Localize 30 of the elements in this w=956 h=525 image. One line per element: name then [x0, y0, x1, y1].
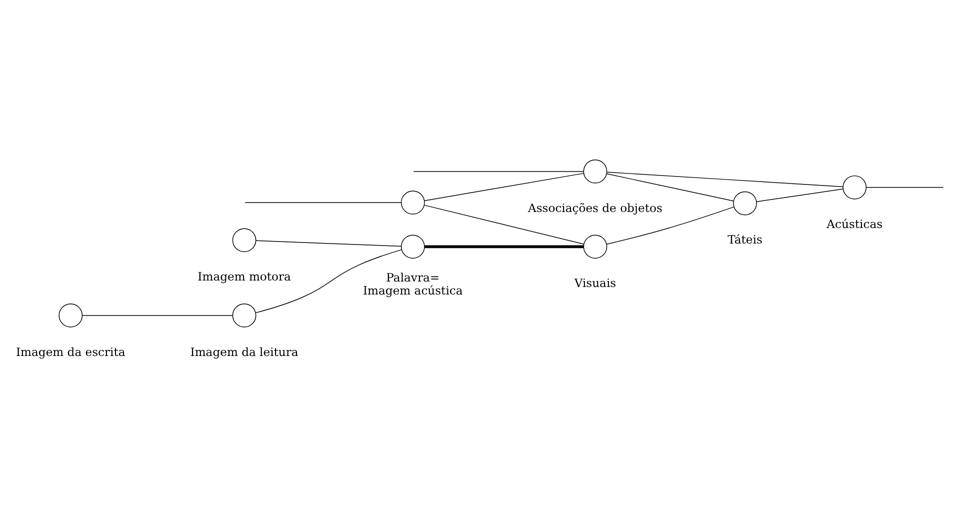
- connector: [424, 244, 584, 248]
- connector: [256, 240, 402, 246]
- node-circle: [232, 303, 256, 327]
- connector: [606, 206, 734, 244]
- node-label: Acústicas: [826, 216, 883, 230]
- connector: [82, 314, 233, 316]
- node-circle: [583, 234, 608, 258]
- connector: [756, 188, 844, 202]
- node-circle: [400, 234, 425, 258]
- node-label: Imagem motora: [198, 269, 291, 284]
- node-label: Associações de objetos: [528, 200, 662, 214]
- node-circle: [58, 303, 83, 327]
- connector: [424, 172, 584, 201]
- node-label: Imagem da escrita: [16, 344, 126, 358]
- node-label: Táteis: [728, 232, 762, 246]
- node-circle: [842, 174, 867, 199]
- node-label: Visuais: [574, 276, 616, 290]
- connector: [606, 171, 844, 187]
- connector: [866, 186, 944, 188]
- node-label: Palavra=: [386, 270, 440, 284]
- node-circle: [733, 190, 757, 215]
- connector: [424, 204, 584, 244]
- node-circle: [232, 228, 256, 252]
- node-label: Imagem acústica: [362, 282, 463, 297]
- connector: [413, 170, 584, 172]
- node-label: Imagem da leitura: [190, 344, 298, 358]
- connector: [255, 248, 402, 313]
- node-circle: [400, 190, 425, 214]
- connector: [606, 172, 734, 201]
- node-circle: [583, 159, 608, 183]
